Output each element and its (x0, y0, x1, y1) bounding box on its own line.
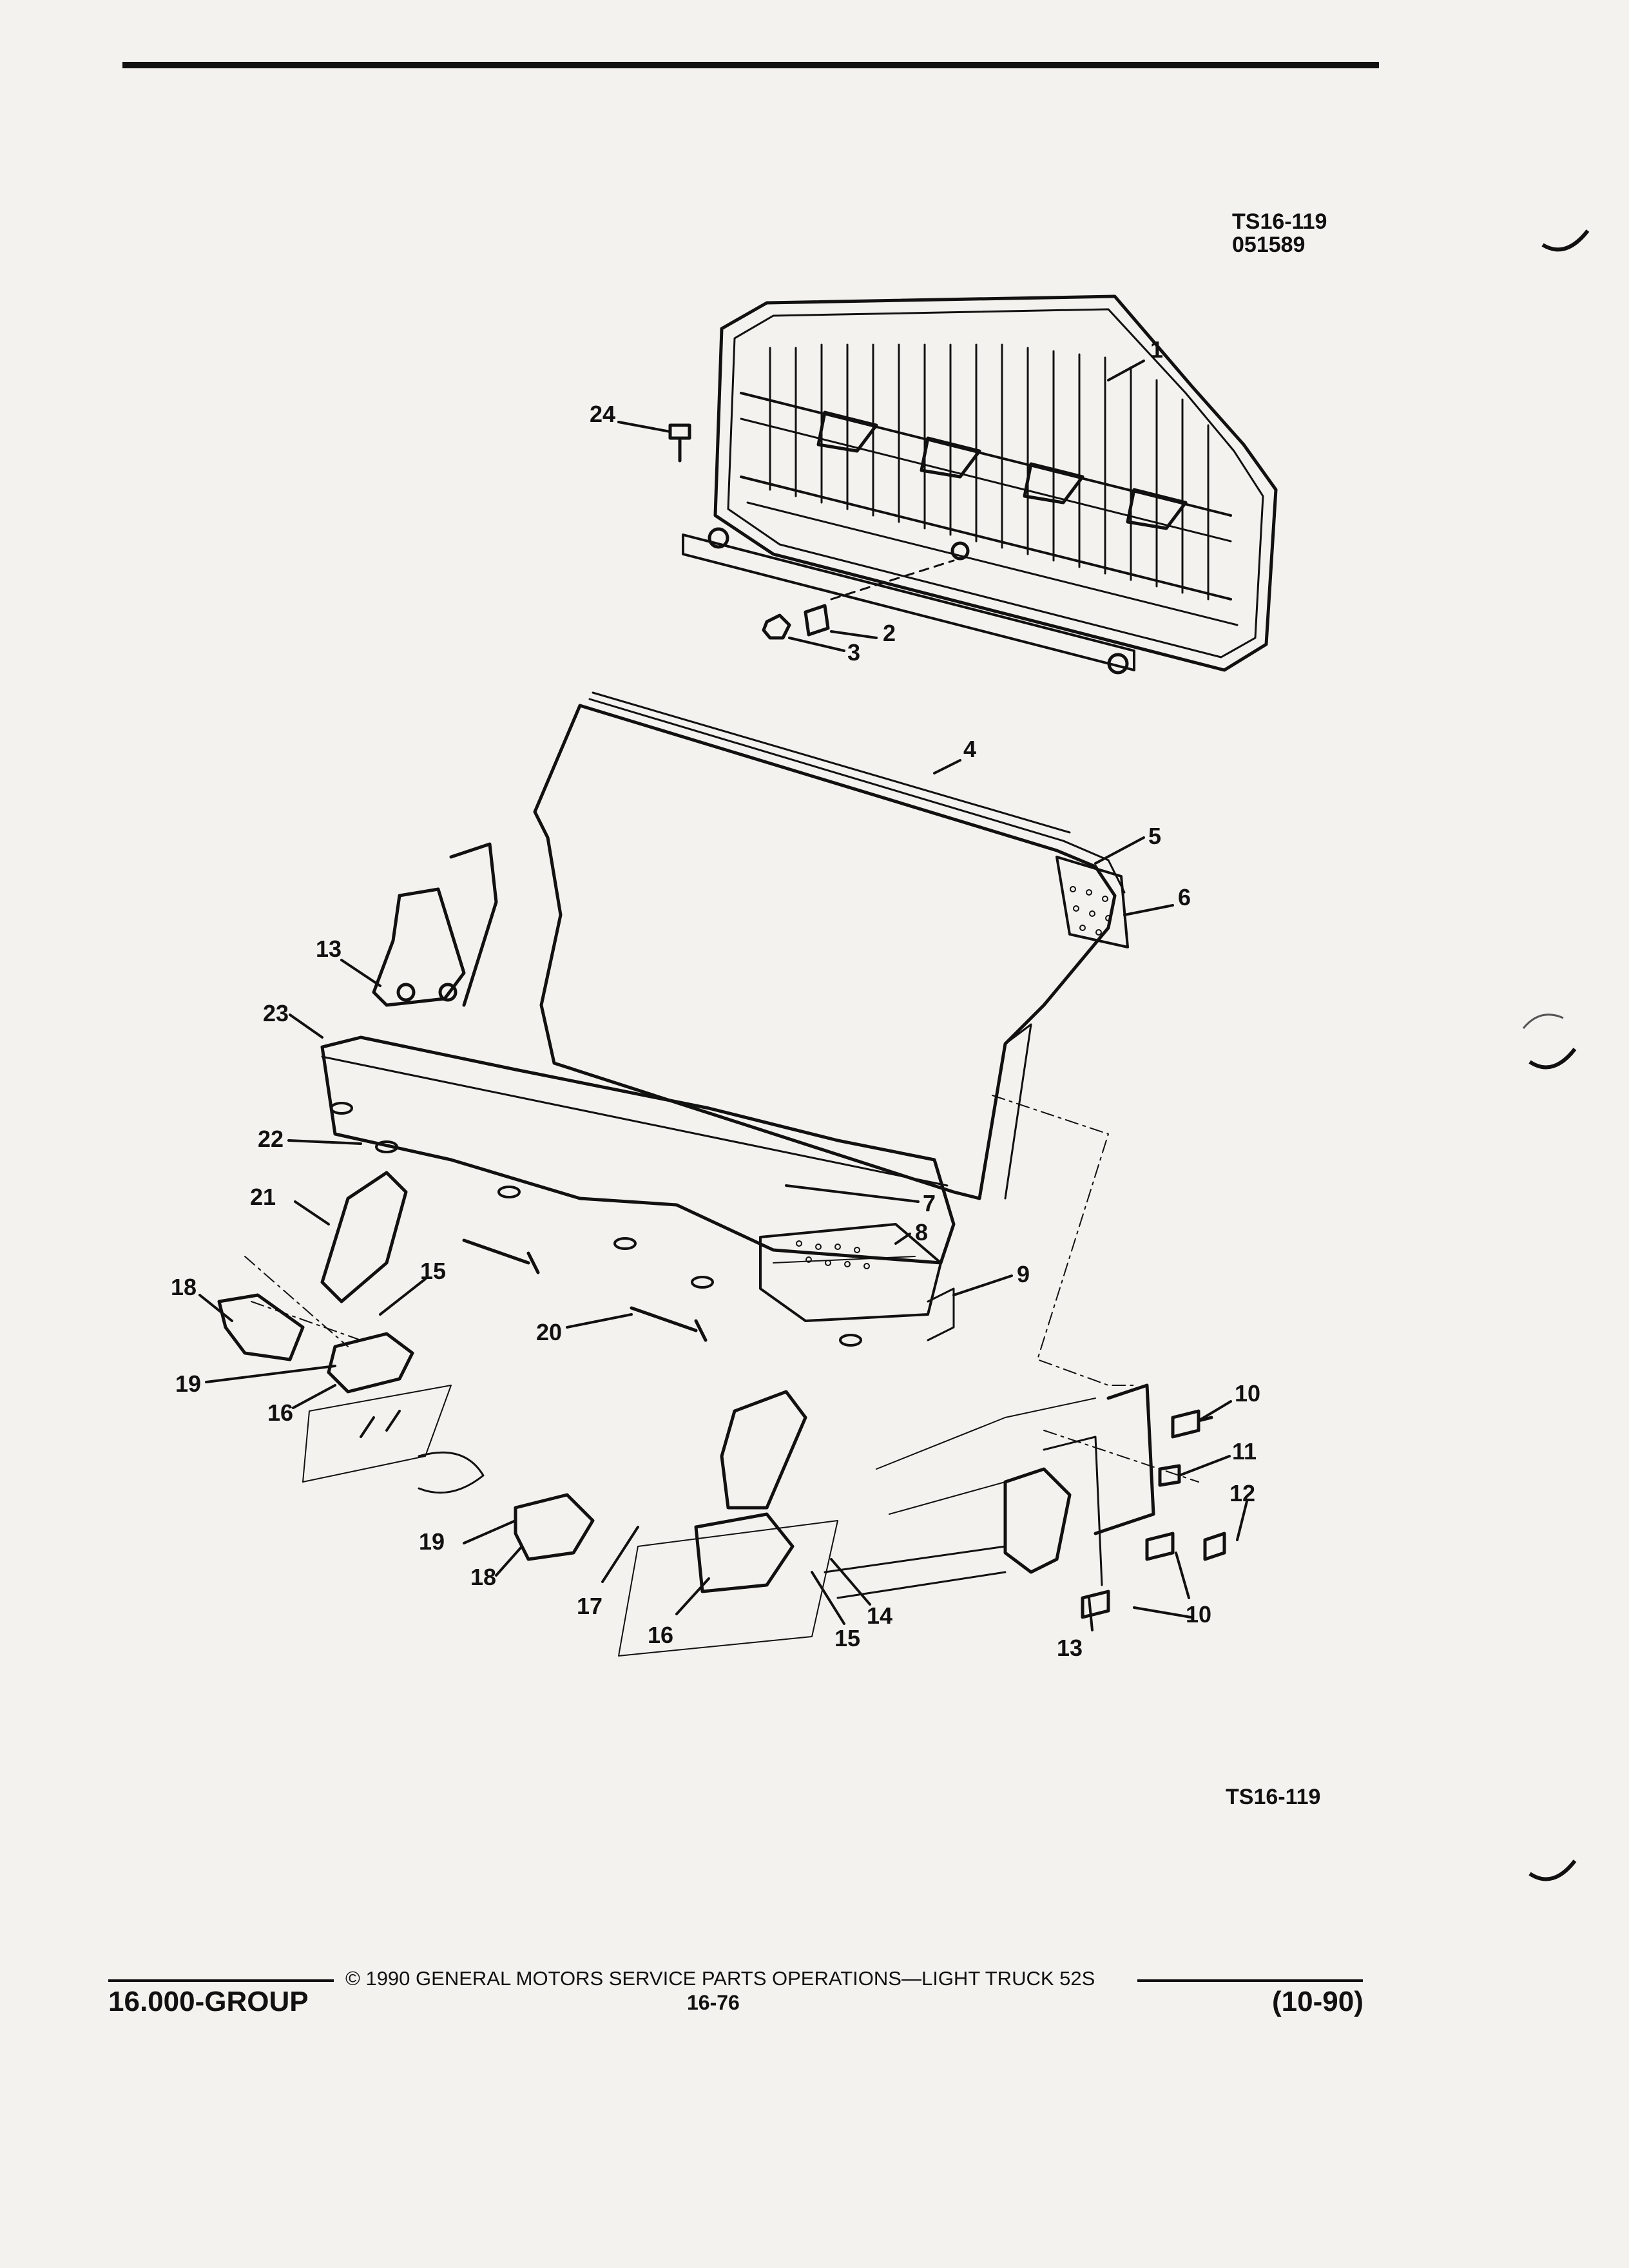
bolt-10b (1145, 1532, 1175, 1561)
callout-5: 5 (1148, 823, 1161, 849)
latch-center (694, 1512, 795, 1593)
callout-3: 3 (847, 639, 860, 666)
figure-reference-block: TS16-119 051589 (1232, 210, 1327, 256)
copyright-notice: © 1990 GENERAL MOTORS SERVICE PARTS OPER… (345, 1967, 1095, 1990)
margin-mark-icon (1528, 1860, 1577, 1881)
margin-mark-icon (1528, 1048, 1577, 1070)
bolt-12 (1203, 1532, 1226, 1561)
latch-right (1003, 1467, 1072, 1574)
callout-13b: 13 (1057, 1635, 1083, 1661)
callout-24: 24 (590, 401, 615, 427)
latch-cover-center (514, 1493, 595, 1561)
margin-mark-icon (1522, 1014, 1564, 1029)
footer-rule-right (1137, 1979, 1363, 1982)
figure-ref: TS16-119 (1232, 209, 1327, 234)
header-rule (122, 62, 1379, 68)
callout-15a: 15 (420, 1258, 446, 1284)
callout-16b: 16 (648, 1622, 673, 1648)
callout-1: 1 (1150, 336, 1163, 363)
revision-date: (10-90) (1272, 1986, 1364, 2017)
bolt-10c (1081, 1590, 1110, 1619)
callout-18b: 18 (470, 1564, 496, 1590)
washer-part (804, 604, 830, 637)
callout-19b: 19 (419, 1528, 445, 1555)
callout-7: 7 (923, 1190, 936, 1216)
callout-17: 17 (577, 1593, 602, 1619)
callout-2: 2 (883, 620, 896, 646)
seat-back-frame (682, 294, 1278, 675)
callout-16a: 16 (267, 1399, 293, 1426)
callout-9: 9 (1017, 1261, 1030, 1287)
seat-cushion (320, 1035, 956, 1347)
bolt-10 (1171, 1409, 1213, 1439)
callout-8: 8 (915, 1219, 928, 1245)
figure-ref-bottom: TS16-119 (1226, 1785, 1321, 1809)
callout-10b: 10 (1186, 1601, 1211, 1628)
callout-18a: 18 (171, 1274, 197, 1300)
footer-rule-left (108, 1979, 334, 1982)
seat-back-cushion (533, 691, 1129, 1200)
callout-11: 11 (1232, 1438, 1257, 1465)
figure-code: 051589 (1232, 233, 1306, 257)
callout-10a: 10 (1235, 1380, 1260, 1407)
margin-mark-icon (1541, 229, 1590, 252)
callout-12: 12 (1229, 1480, 1255, 1506)
pivot-pin (462, 1238, 540, 1274)
bolt-24 (668, 423, 691, 463)
callout-23: 23 (263, 1000, 289, 1026)
callout-6: 6 (1178, 884, 1191, 910)
callout-20: 20 (536, 1319, 562, 1345)
callout-13a: 13 (316, 936, 342, 962)
callout-21: 21 (250, 1184, 276, 1210)
seat-riser-left (320, 1171, 408, 1303)
callout-22: 22 (258, 1126, 284, 1152)
seat-hinge-left (372, 842, 498, 1007)
nut-part (762, 613, 791, 640)
callout-19a: 19 (175, 1370, 201, 1397)
nut-11 (1158, 1464, 1181, 1487)
callout-4: 4 (963, 736, 976, 762)
callout-14: 14 (867, 1602, 892, 1629)
callout-15b: 15 (834, 1625, 860, 1651)
page-number: 16-76 (687, 1991, 740, 2014)
group-number: 16.000-GROUP (108, 1986, 309, 2017)
seat-riser-center (720, 1390, 807, 1510)
latch-left (327, 1332, 414, 1394)
pivot-pin (630, 1306, 708, 1342)
seat-hinge-right (1094, 1383, 1155, 1535)
latch-cover-left (217, 1293, 305, 1361)
